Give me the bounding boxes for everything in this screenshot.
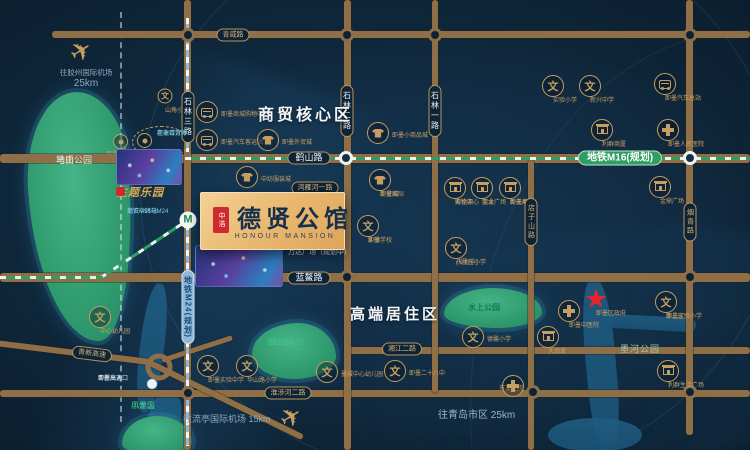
mall-icon xyxy=(471,177,493,199)
project-name-en: HONOUR MANSION xyxy=(234,233,336,240)
road-node xyxy=(181,386,195,400)
star-icon xyxy=(585,288,607,310)
road-sign-heshan: 鹤山路 xyxy=(287,151,331,165)
road-lanao xyxy=(0,273,750,282)
road-sign-yanqing: 烟青路 xyxy=(683,202,697,242)
metro-m16-line xyxy=(0,276,103,279)
road-qingwei xyxy=(52,31,750,38)
school-icon: 文 xyxy=(236,355,258,377)
commerce-zone-title: 商贸核心区 xyxy=(258,107,354,124)
shirt-icon xyxy=(236,166,258,188)
road-sign-shilin1: 石林一路 xyxy=(428,85,442,137)
road-sign-honghe: 鸿雁河一路 xyxy=(291,181,339,195)
school-icon: 文 xyxy=(542,75,564,97)
highway-exit-dot xyxy=(147,379,157,389)
mall-icon xyxy=(649,176,671,198)
liuting-airport-distance: 往流亭国际机场 15km xyxy=(183,414,271,424)
theme-park-render xyxy=(116,149,182,185)
theme-park-logo: 主题乐园 xyxy=(116,187,163,199)
road-sign-dianzi: 店子山路 xyxy=(524,198,538,246)
wanda-plaza-render xyxy=(195,245,283,287)
cross-icon xyxy=(502,375,524,397)
road-sign-huaishe: 淮涉河二路 xyxy=(264,386,312,400)
mall-icon xyxy=(657,360,679,382)
qingdao-city-distance: 往青岛市区 25km xyxy=(438,410,516,421)
road-node xyxy=(526,385,540,399)
school-icon: 文 xyxy=(357,215,379,237)
school-icon: 文 xyxy=(655,291,677,313)
project-name: 德贤公馆 xyxy=(237,207,353,233)
road-shilin1 xyxy=(432,0,438,393)
road-node xyxy=(683,385,697,399)
wanda-plaza-label: 万达广场（规划中） xyxy=(288,249,351,256)
metro-station-icon xyxy=(339,151,353,165)
mohe-park-label: 墨河公园 xyxy=(620,344,661,354)
road-sign-qingwei: 青威路 xyxy=(216,28,250,42)
mall-icon xyxy=(444,177,466,199)
school-icon: 文 xyxy=(197,355,219,377)
mall-icon xyxy=(591,119,613,141)
road-node xyxy=(340,28,354,42)
brand-seal xyxy=(116,187,125,196)
school-icon: 文 xyxy=(316,361,338,383)
road-shilin2 xyxy=(344,0,351,450)
road-node xyxy=(340,270,354,284)
project-card: 中浩 德贤公馆 HONOUR MANSION xyxy=(200,192,353,250)
road-node xyxy=(683,28,697,42)
complex-icon xyxy=(137,133,152,148)
school-icon: 文 xyxy=(445,237,467,259)
road-xiangjiang xyxy=(344,347,750,354)
project-seal: 中浩 xyxy=(213,207,229,233)
road-sign-lanao: 蓝鳌路 xyxy=(287,271,331,285)
road-sign-xiangjiang: 湘江二路 xyxy=(382,342,422,356)
intercity-rail-line xyxy=(120,12,122,422)
cross-icon xyxy=(657,119,679,141)
metro-hub-icon: M xyxy=(179,211,197,229)
road-node xyxy=(428,28,442,42)
road-sign-shilin2: 石林二路 xyxy=(340,85,354,137)
mohe-river-pool xyxy=(548,418,642,450)
water-park-label: 水上公园 xyxy=(468,303,500,312)
bus-icon xyxy=(654,73,676,95)
residential-zone-title: 高端居住区 xyxy=(350,306,441,323)
road-node xyxy=(683,270,697,284)
shirt-icon xyxy=(369,169,391,191)
mall-icon xyxy=(499,177,521,199)
mall-icon xyxy=(537,326,559,348)
school-icon: 文 xyxy=(462,326,484,348)
road-dianzi xyxy=(528,160,534,450)
metro-m16-label: 地铁M16(规划) xyxy=(577,150,663,166)
jiaozhou-airport-distance: 往胶州国际机场 25km xyxy=(59,68,113,89)
water-park-blob xyxy=(444,288,542,328)
school-icon: 文 xyxy=(579,75,601,97)
shirt-icon xyxy=(257,129,279,151)
bus-icon xyxy=(196,101,218,123)
metro-m16-line xyxy=(185,157,750,160)
metro-m24-line xyxy=(186,18,189,152)
theme-park-name: 主题乐园 xyxy=(116,186,164,199)
highway-interchange-loop xyxy=(145,353,173,381)
bus-icon xyxy=(196,129,218,151)
school-icon: 文 xyxy=(157,88,173,104)
shirt-icon xyxy=(367,122,389,144)
xiaolongshan-blob xyxy=(122,416,192,450)
cross-icon xyxy=(558,300,580,322)
school-icon: 文 xyxy=(384,360,406,382)
school-icon: 文 xyxy=(89,306,111,328)
road-sign-shilin3: 石林三路 xyxy=(181,91,195,143)
rail-station-icon xyxy=(113,134,128,149)
road-huaishe xyxy=(0,390,750,397)
metro-station-icon xyxy=(683,151,697,165)
metro-m24-label: 地铁M24(规划) xyxy=(181,270,195,344)
road-node xyxy=(181,28,195,42)
